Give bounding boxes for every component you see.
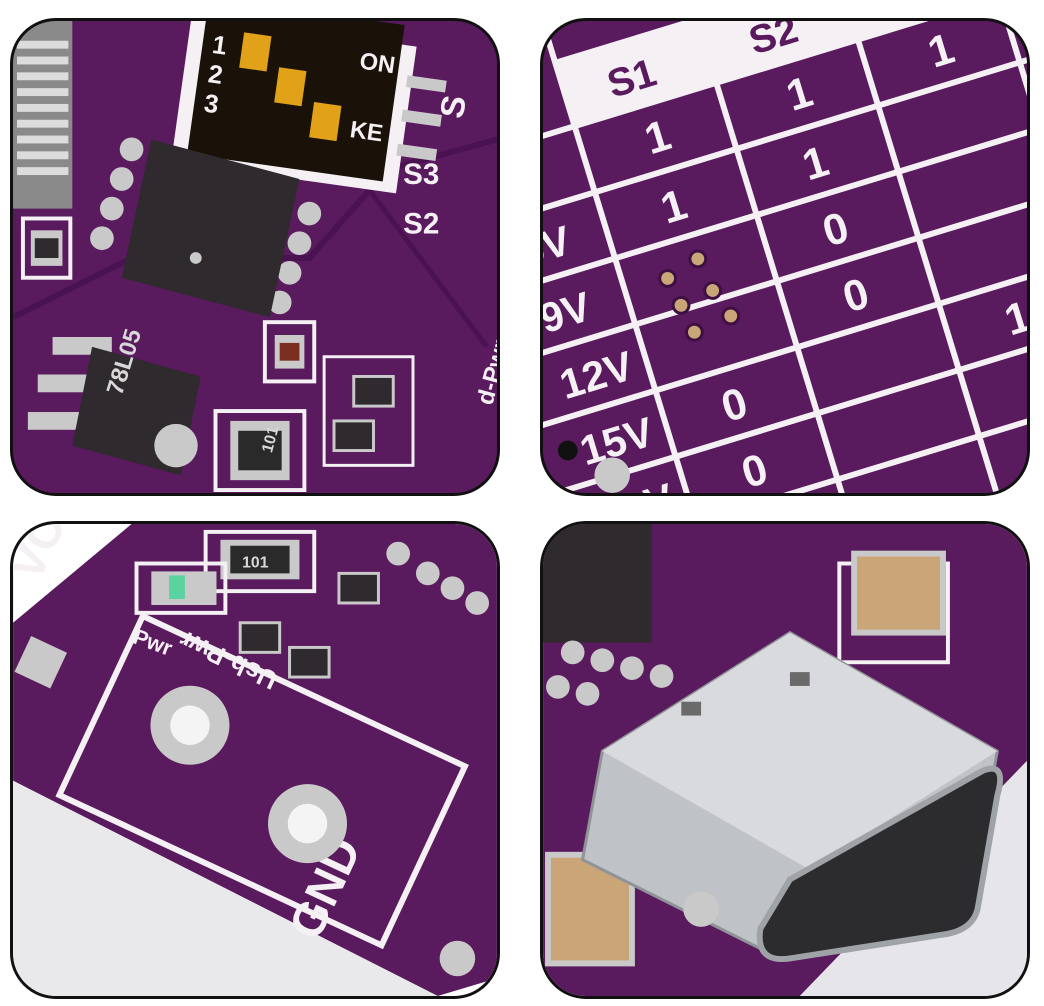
led-indicator [134, 561, 228, 615]
smd-capacitor-top [837, 550, 950, 665]
ic-pins [386, 541, 490, 615]
dip-on-label: ON [358, 49, 397, 80]
dip-number-3: 3 [202, 90, 220, 120]
dip-ke-label: KE [348, 117, 384, 147]
switch-label-s2: S2 [403, 207, 439, 240]
photo-tile-usb-c [540, 521, 1030, 999]
pcb-closeup-dip-switch: 1 2 3 ON KE S S3 S2 [13, 21, 497, 493]
resistor-101: 101 [213, 409, 307, 493]
resistor-marking: 101 [259, 424, 282, 454]
usb-c-connector [580, 630, 1004, 963]
photo-tile-vcc-gnd: 101 Pwr VCC GND Usb-Pwr [10, 521, 500, 999]
ic-chip [90, 137, 322, 318]
voltage-regulator: 78L05 [27, 326, 201, 476]
switch-label-s3: S3 [403, 158, 439, 191]
ic-chip [543, 524, 674, 706]
dip-number-1: 1 [211, 31, 229, 61]
pcb-closeup-voltage-table: S1 S2 S3 1 1 1 5V 9V 12V 15V 20V 1 1 0 0… [543, 21, 1027, 493]
smd-resistor-small [262, 320, 317, 384]
pcb-closeup-power-pads: 101 Pwr VCC GND Usb-Pwr [13, 524, 497, 996]
solder-pad-vcc [150, 685, 230, 765]
smd-transistor [238, 571, 380, 679]
dip-switch: 1 2 3 ON KE [171, 21, 447, 194]
photo-tile-voltage-table: S1 S2 S3 1 1 1 5V 9V 12V 15V 20V 1 1 0 0… [540, 18, 1030, 496]
solder-pad-gnd [268, 784, 348, 864]
pcb-closeup-usb-c [543, 524, 1027, 996]
via-holes [658, 249, 741, 342]
photo-tile-dip-switch: 1 2 3 ON KE S S3 S2 [10, 18, 500, 496]
pin-header [13, 21, 73, 209]
smd-resistor-101: 101 [203, 529, 317, 594]
dip-number-2: 2 [206, 60, 224, 90]
smd-capacitor [20, 216, 73, 280]
resistor-marking-bl: 101 [242, 554, 269, 571]
smd-transistor [332, 375, 395, 453]
